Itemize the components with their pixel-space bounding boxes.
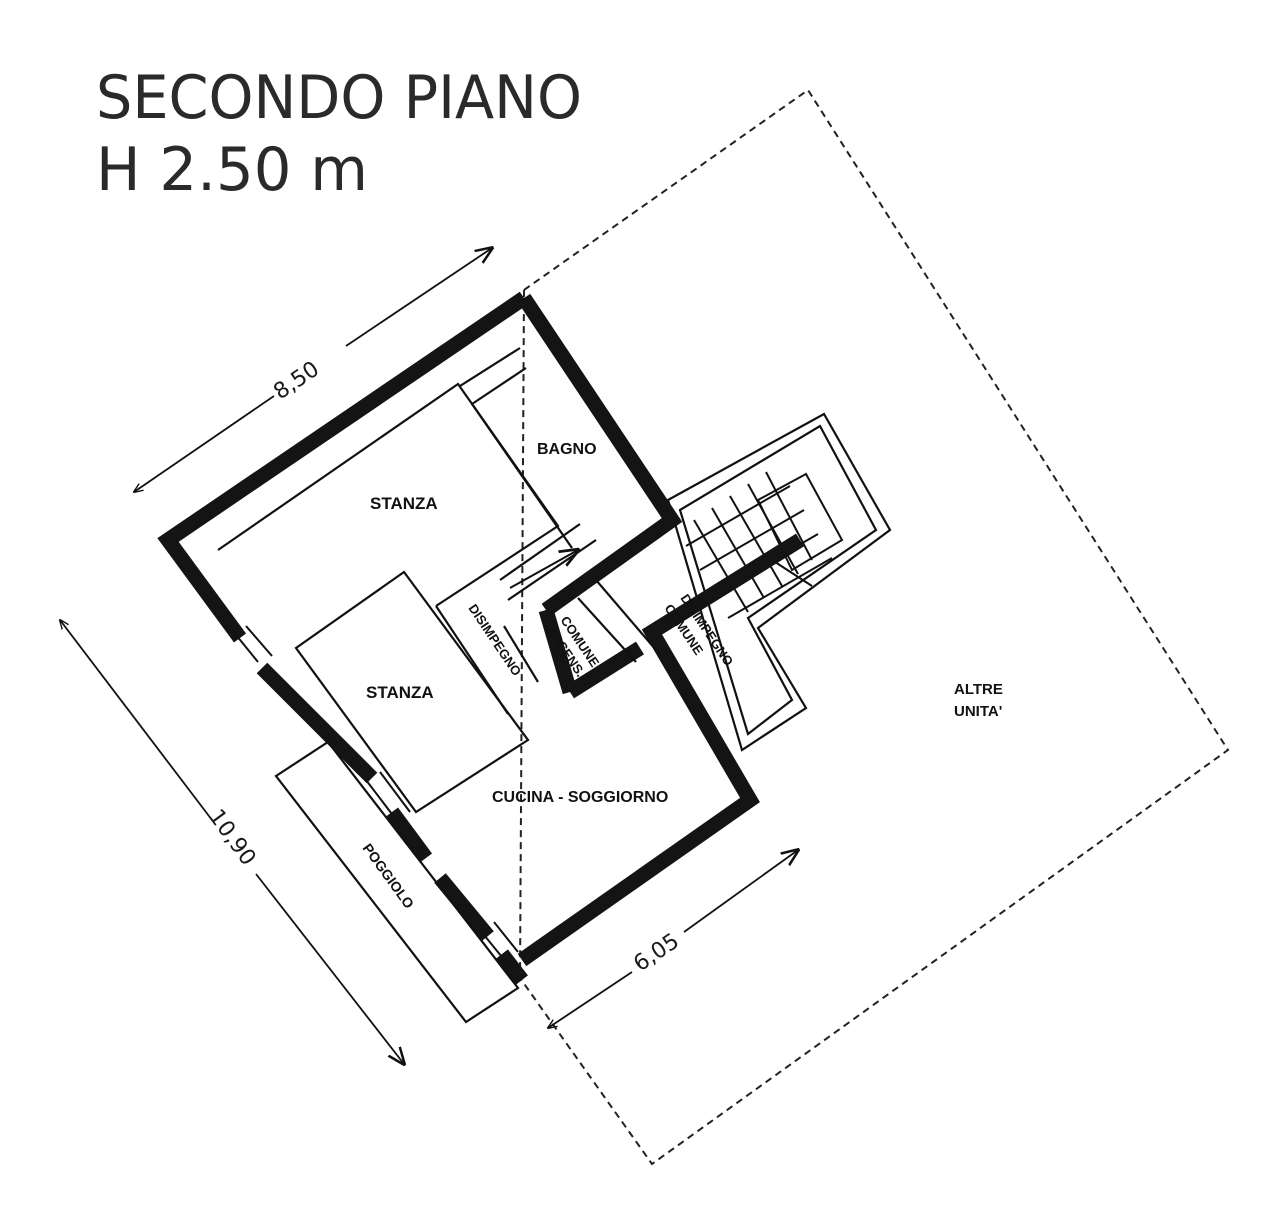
staircase — [666, 412, 892, 752]
corridor-arrow — [509, 550, 578, 589]
plan-height: H 2.50 m — [96, 135, 368, 205]
room-label-altre-unita-2: UNITA' — [954, 703, 1002, 720]
poggiolo-outline — [274, 740, 520, 1024]
dimension-lines — [60, 248, 798, 1064]
dimension-left: 10,90 — [203, 805, 260, 871]
room-label-stanza-1: STANZA — [370, 494, 438, 513]
room-label-poggiolo: POGGIOLO — [360, 840, 418, 911]
room-label-altre-unita-1: ALTRE — [954, 681, 1003, 698]
plan-title: SECONDO PIANO — [96, 63, 582, 133]
room-label-bagno: BAGNO — [537, 441, 597, 458]
windows — [231, 625, 519, 963]
altre-unita-boundary — [518, 88, 1230, 1166]
dimension-top: 8,50 — [269, 357, 324, 405]
room-label-stanza-2: STANZA — [366, 683, 434, 702]
dimension-bottom: 6,05 — [629, 929, 684, 977]
room-label-cucina-soggiorno: CUCINA - SOGGIORNO — [492, 789, 668, 806]
interior-walls — [217, 347, 657, 814]
exterior-walls — [157, 291, 804, 985]
